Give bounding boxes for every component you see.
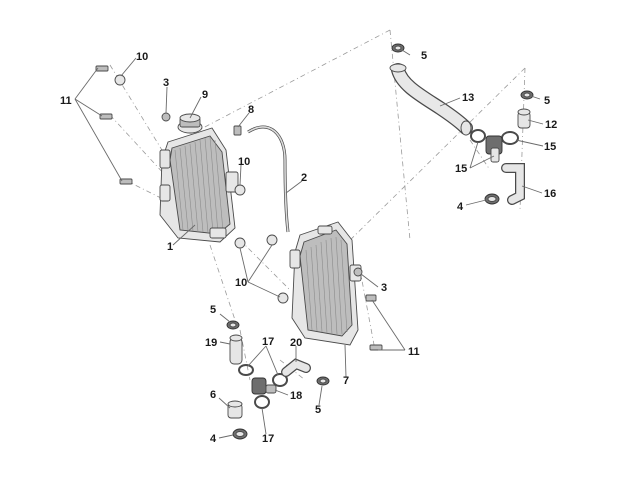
oring-15-left [470,129,486,143]
callout-20: 20 [290,337,302,349]
callout-13: 13 [462,92,474,104]
callout-5: 5 [421,50,427,62]
fitting-8 [233,125,242,136]
radiator-right [289,221,362,346]
callout-1: 1 [167,241,173,253]
nut-3 [161,112,363,277]
callout-8: 8 [248,104,254,116]
callout-18: 18 [290,390,302,402]
callout-6: 6 [210,389,216,401]
clamp-5-left [226,320,240,330]
callout-10: 10 [238,156,250,168]
clamp-4-right [484,193,500,205]
callout-15: 15 [455,163,467,175]
callout-17: 17 [262,336,274,348]
callout-12: 12 [545,119,557,131]
callout-9: 9 [202,89,208,101]
callout-5: 5 [210,304,216,316]
clamp-4-left [232,428,248,440]
bolts-11 [95,65,383,351]
callout-5: 5 [315,404,321,416]
callout-3: 3 [163,77,169,89]
grommets-10 [114,74,289,304]
callout-16: 16 [544,188,556,200]
elbow-20 [281,358,311,377]
callout-10: 10 [235,277,247,289]
elbow-16 [501,163,525,205]
fitting-12 [517,108,531,129]
callout-3: 3 [381,282,387,294]
callout-7: 7 [343,375,349,387]
callout-5: 5 [544,95,550,107]
callout-11: 11 [60,95,72,107]
thermostat-housing [485,135,503,163]
oring-15-right [501,131,519,145]
callout-10: 10 [136,51,148,63]
hose-19 [229,334,243,365]
fitting-18 [251,377,277,395]
callout-17: 17 [262,433,274,445]
radiator-left [159,127,239,243]
callout-11: 11 [408,346,420,358]
leader-lines [74,49,544,439]
radiator-cap [177,113,203,134]
overflow-tube [247,125,290,233]
callout-2: 2 [301,172,307,184]
callout-4: 4 [457,201,464,213]
callout-labels: 10 3 11 9 8 10 2 1 5 13 5 12 15 15 16 4 … [60,50,557,445]
connector-6 [227,400,243,419]
clamp-5-bottom [316,376,330,386]
clamp-5-right [520,90,534,100]
clamp-5-top [391,43,405,53]
callout-4: 4 [210,433,217,445]
hose-upper [389,63,473,136]
callout-19: 19 [205,337,217,349]
callout-15: 15 [544,141,556,153]
